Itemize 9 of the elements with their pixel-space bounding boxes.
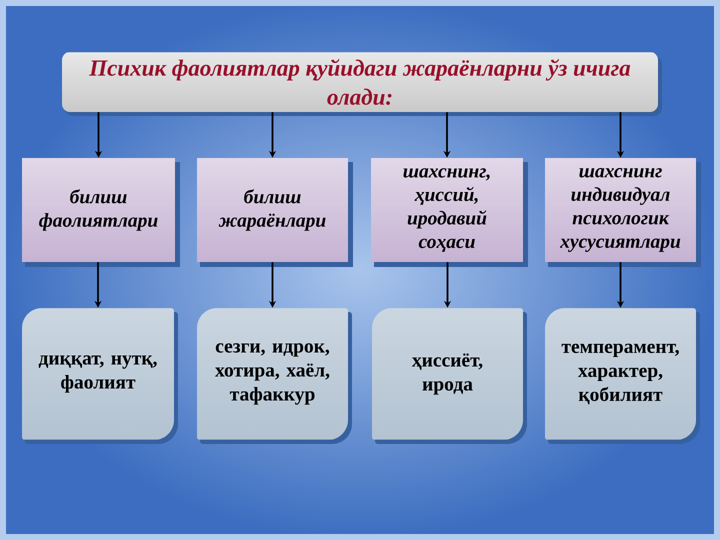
detail-card: сезги, идрок, хотира, хаёл, тафаккур (197, 308, 352, 444)
category-box: билиш фаолиятлари (22, 158, 180, 267)
category-box: шахснинг индивидуал психологик хусусиятлари (545, 158, 701, 267)
category-box: билиш жараёнлари (197, 158, 353, 267)
category-box: шахснинг, ҳиссий, иродавий соҳаси (371, 158, 528, 267)
detail-card: ҳиссиёт, ирода (372, 308, 527, 444)
detail-card: темперамент, характер, қобилият (545, 308, 700, 444)
heading-box: Психик фаолиятлар қуйидаги жараёнларни ўз ичига олади: (62, 52, 662, 116)
detail-card: диққат, нутқ, фаолият (22, 308, 178, 444)
